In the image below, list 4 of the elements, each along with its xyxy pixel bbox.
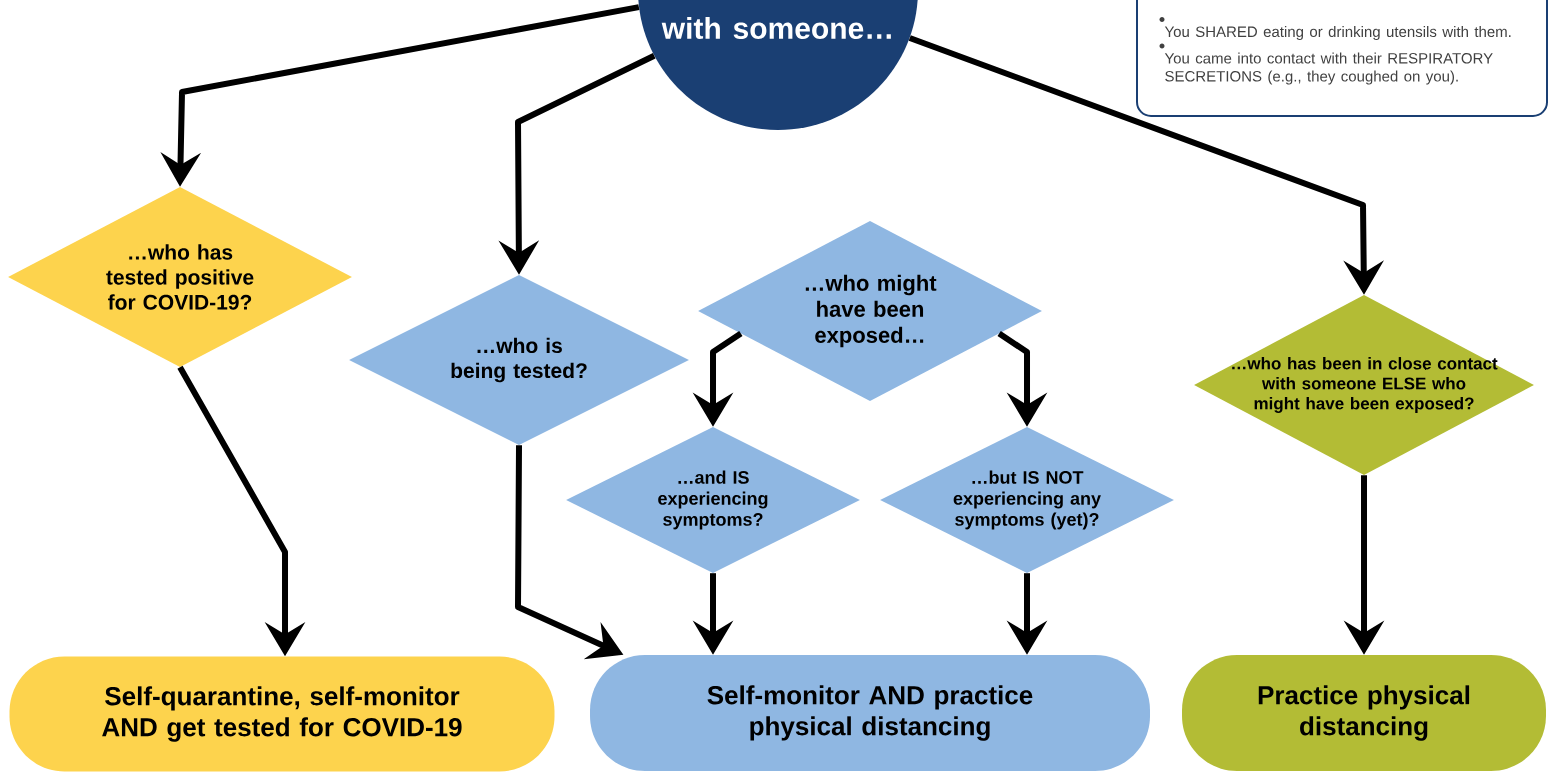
outcome-box: Self-monitor AND practice physical distancing — [590, 655, 1150, 771]
outcome-box: Self-quarantine, self-monitor AND get tested for COVID-19 — [9, 656, 555, 772]
outcome-box: Practice physical distancing — [1182, 655, 1546, 771]
callout-box: You SHARED eating or drinking utensils with them. You came into contact with their RESPIRATORY SECRETIONS (e.g., they coughed on you). — [1136, 0, 1548, 117]
